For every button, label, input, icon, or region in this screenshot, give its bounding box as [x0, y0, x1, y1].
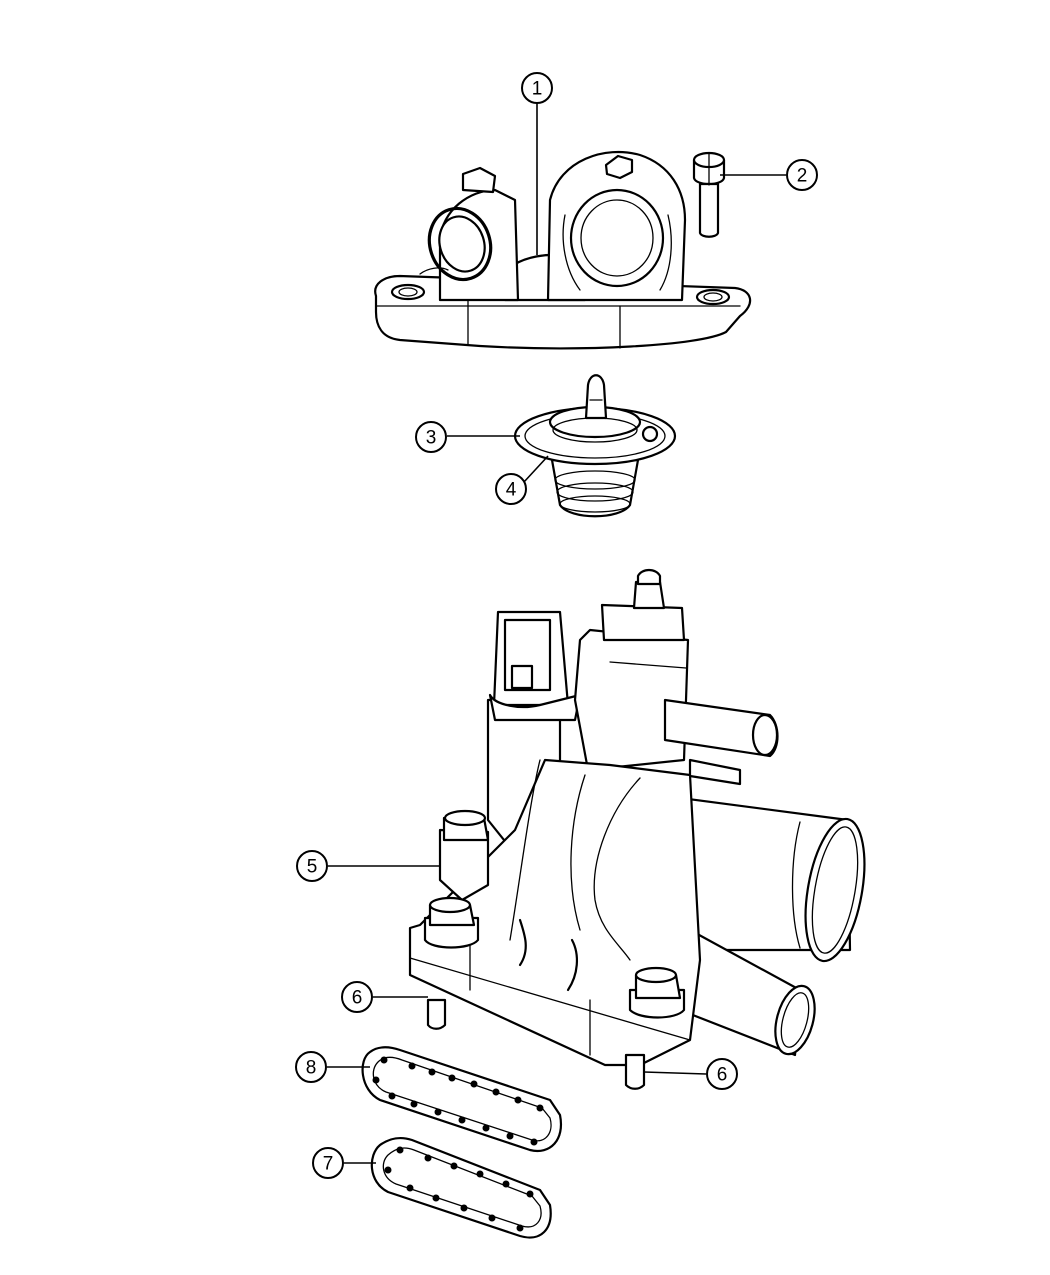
callout-8-label: 8	[306, 1058, 317, 1079]
thermostat-part	[513, 374, 677, 518]
callout-3-label: 3	[426, 428, 437, 449]
callout-2: 2	[786, 159, 818, 191]
callout-5: 5	[296, 850, 328, 882]
callout-4-label: 4	[506, 480, 517, 501]
callout-6-right: 6	[706, 1058, 738, 1090]
callout-6-left: 6	[341, 981, 373, 1013]
callout-4: 4	[495, 473, 527, 505]
callout-6-left-label: 6	[352, 988, 363, 1009]
leader-lines	[327, 103, 786, 1164]
housing-gasket-lower-part	[370, 1136, 552, 1239]
callout-6-right-label: 6	[717, 1065, 728, 1086]
callout-7-label: 7	[323, 1154, 334, 1175]
bolt-part	[692, 151, 726, 238]
callout-1-label: 1	[532, 79, 543, 100]
callout-5-label: 5	[307, 857, 318, 878]
thermostat-housing-main-part	[408, 568, 866, 1090]
callout-7: 7	[312, 1147, 344, 1179]
callout-3: 3	[415, 421, 447, 453]
housing-gasket-upper-part	[361, 1046, 563, 1153]
callout-2-label: 2	[797, 166, 808, 187]
thermostat-housing-cover-part	[374, 150, 752, 350]
callout-1: 1	[521, 72, 553, 104]
callout-8: 8	[295, 1051, 327, 1083]
